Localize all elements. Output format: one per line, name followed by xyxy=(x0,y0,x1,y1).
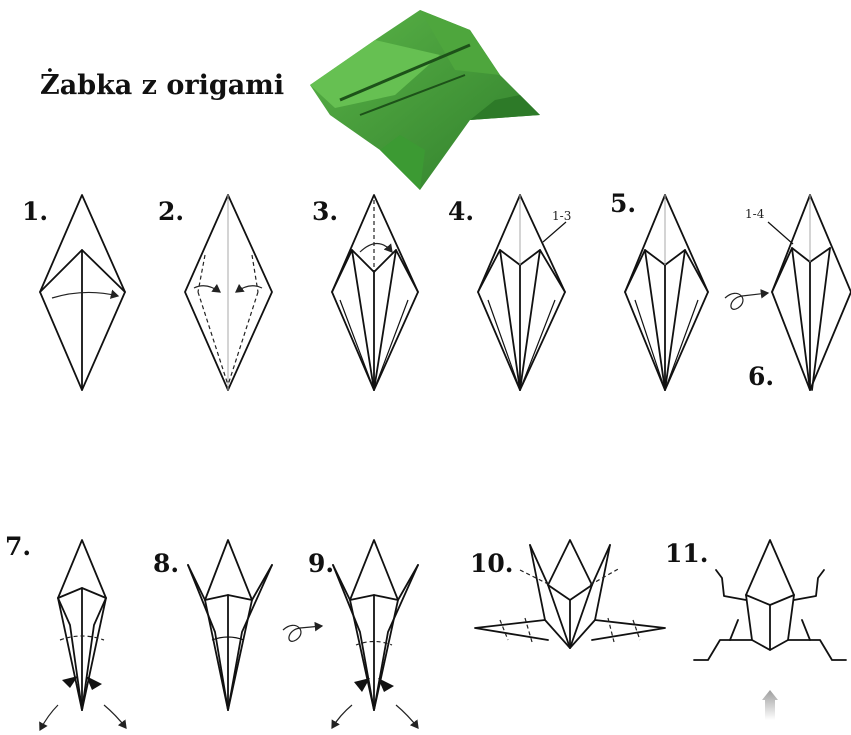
step-1-diagram xyxy=(40,195,125,390)
turn-over-icon-2 xyxy=(283,625,322,641)
step-7-diagram xyxy=(40,540,126,730)
step-number-6: 6. xyxy=(748,362,774,391)
step-6-note: 1-4 xyxy=(745,207,765,221)
step-number-9: 9. xyxy=(308,549,334,578)
step-number-10: 10. xyxy=(470,549,514,578)
step-number-7: 7. xyxy=(5,532,31,561)
frog-illustration xyxy=(310,10,540,190)
step-number-1: 1. xyxy=(22,197,48,226)
step-3-diagram xyxy=(332,195,418,390)
step-number-8: 8. xyxy=(153,549,179,578)
step-number-3: 3. xyxy=(312,197,338,226)
step-6-diagram xyxy=(768,195,851,390)
step-4-diagram xyxy=(478,195,566,390)
step-2-diagram xyxy=(185,195,272,390)
step-number-4: 4. xyxy=(448,197,474,226)
step-11-diagram xyxy=(694,540,846,720)
turn-over-icon xyxy=(725,293,768,309)
step-9-diagram xyxy=(332,540,418,728)
step-4-note: 1-3 xyxy=(552,209,571,223)
step-5-diagram xyxy=(625,195,708,390)
step-number-11: 11. xyxy=(665,539,709,568)
step-number-5: 5. xyxy=(610,189,636,218)
step-8-diagram xyxy=(188,540,272,710)
step-number-2: 2. xyxy=(158,197,184,226)
